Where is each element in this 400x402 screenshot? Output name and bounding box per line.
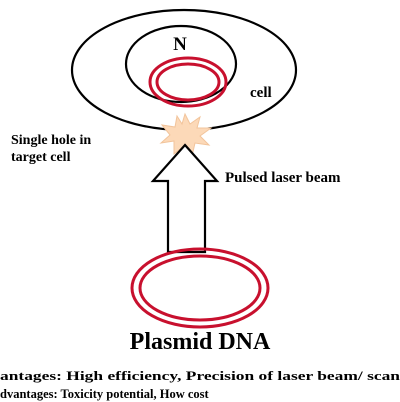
disadvantages-note: dvantages: Toxicity potential, How cost [0, 387, 210, 401]
cell-membrane [72, 10, 296, 130]
nucleus-label: N [173, 34, 187, 55]
hole-label-line1: Single hole in [11, 133, 91, 148]
laser-beam-label: Pulsed laser beam [225, 170, 341, 186]
plasmid-dna-ring-outer [132, 249, 268, 327]
plasmid-dna [132, 249, 268, 327]
advantages-note: antages: High efficiency, Precision of l… [0, 369, 400, 383]
cell-label: cell [250, 85, 272, 101]
plasmid-ring-inner [157, 64, 219, 100]
plasmid-dna-ring-inner [140, 256, 260, 320]
hole-label: Single hole in target cell [11, 133, 91, 165]
plasmid-in-cell [150, 58, 226, 106]
hole-label-line2: target cell [11, 150, 71, 165]
laser-beam-arrow [153, 145, 217, 252]
plasmid-dna-label: Plasmid DNA [130, 329, 271, 355]
target-cell: N cell [72, 10, 296, 130]
